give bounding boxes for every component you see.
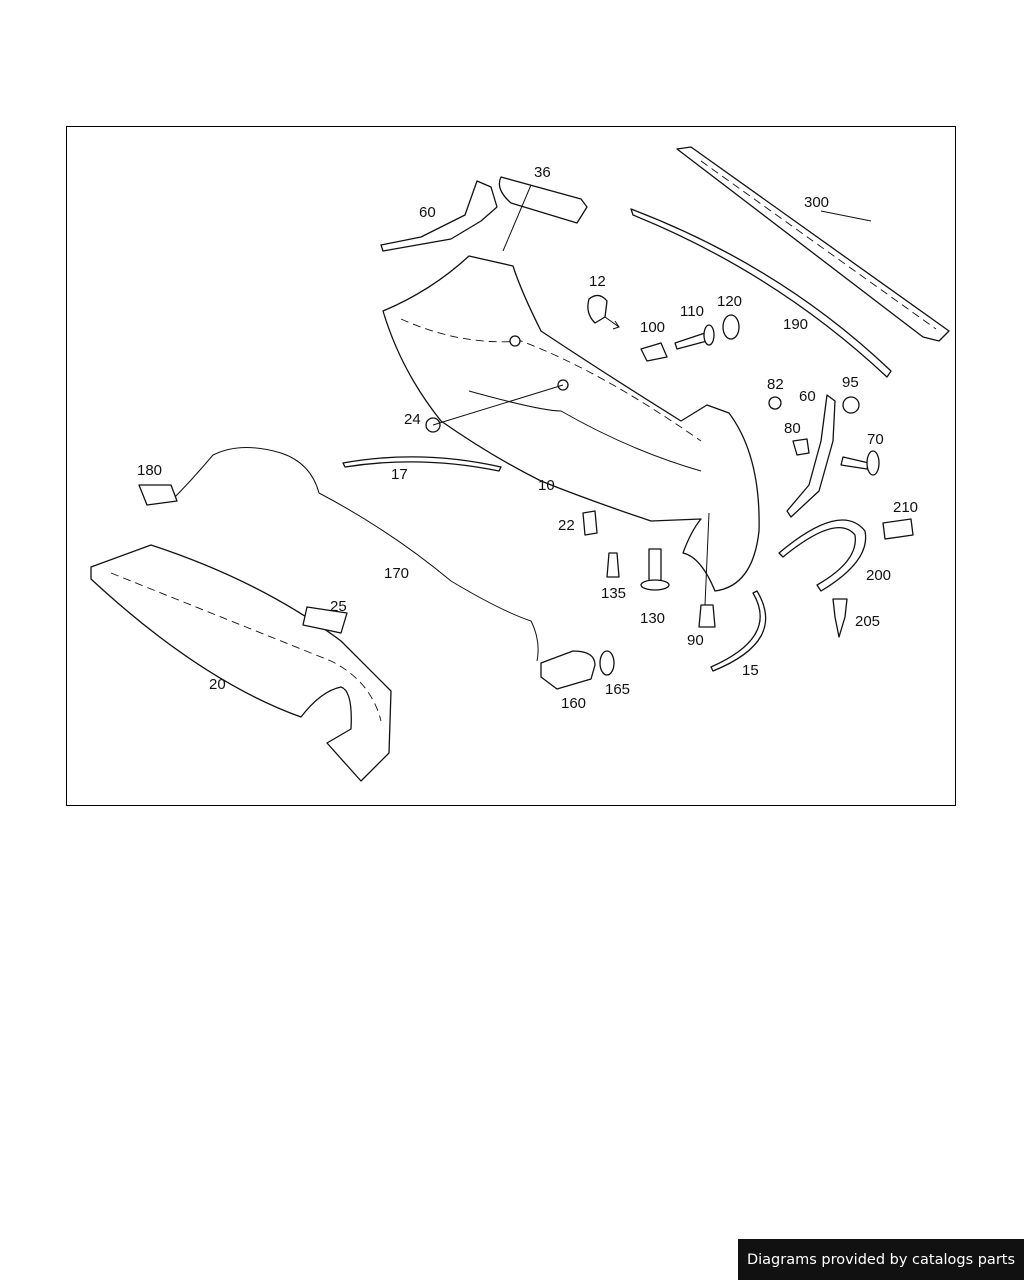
part-12-clip <box>587 294 621 330</box>
label-90: 90 <box>687 632 704 649</box>
part-95-washer <box>842 396 860 414</box>
part-90-clip <box>698 604 716 628</box>
label-190: 190 <box>783 316 808 333</box>
label-210: 210 <box>893 499 918 516</box>
part-10-bumper-cover <box>382 255 760 592</box>
part-160-parking-sensor <box>540 650 596 690</box>
part-180-connector <box>138 484 178 506</box>
part-110-screw <box>674 324 715 350</box>
label-22: 22 <box>558 517 575 534</box>
label-80: 80 <box>784 420 801 437</box>
part-205-push-pin <box>832 598 848 638</box>
part-130-screw <box>640 548 670 591</box>
label-36: 36 <box>534 164 551 181</box>
part-82-nut <box>768 396 782 410</box>
label-82: 82 <box>767 376 784 393</box>
part-20-lower-diffuser <box>90 544 392 782</box>
label-300: 300 <box>804 194 829 211</box>
part-17-strip <box>342 456 502 472</box>
exploded-view-drawing: 36 300 60 12 110 120 100 190 82 95 60 24… <box>90 146 950 782</box>
label-24: 24 <box>404 411 421 428</box>
label-160: 160 <box>561 695 586 712</box>
label-12: 12 <box>589 273 606 290</box>
label-200: 200 <box>866 567 891 584</box>
label-110: 110 <box>680 303 704 320</box>
part-60-bracket-left <box>380 180 498 252</box>
part-165-sensor-ring <box>599 650 615 676</box>
label-25: 25 <box>330 598 347 615</box>
part-210-clip <box>882 518 914 540</box>
parts-diagram: 36 300 60 12 110 120 100 190 82 95 60 24… <box>66 126 956 806</box>
label-180: 180 <box>137 462 162 479</box>
label-100: 100 <box>640 319 665 336</box>
label-20: 20 <box>209 676 226 693</box>
part-135-screw <box>606 552 620 578</box>
part-36-panel <box>498 176 588 224</box>
part-70-bolt <box>840 450 880 476</box>
part-60-bracket-right <box>786 394 836 518</box>
part-170-wiring-harness <box>170 446 539 662</box>
label-70: 70 <box>867 431 884 448</box>
catalog-credit-badge: Diagrams provided by catalogs parts <box>738 1239 1024 1280</box>
part-200-wheel-arch-trim <box>778 519 867 592</box>
label-10: 10 <box>538 477 555 494</box>
label-15: 15 <box>742 662 759 679</box>
label-17: 17 <box>391 466 408 483</box>
part-80-clip <box>792 438 810 456</box>
part-120-grommet <box>722 314 740 340</box>
leader-lines <box>432 184 872 606</box>
catalog-credit-text: Diagrams provided by catalogs parts <box>746 1251 1016 1268</box>
label-135: 135 <box>601 585 626 602</box>
label-120: 120 <box>717 293 742 310</box>
part-100-rivet <box>640 342 668 362</box>
label-165: 165 <box>605 681 630 698</box>
part-190-molding <box>630 208 892 378</box>
part-22-push-pin <box>582 510 598 536</box>
label-60-left: 60 <box>419 204 436 221</box>
label-60-right: 60 <box>799 388 816 405</box>
part-labels: 36 300 60 12 110 120 100 190 82 95 60 24… <box>137 164 918 712</box>
label-170: 170 <box>384 565 409 582</box>
part-300-trim <box>676 146 950 342</box>
part-15-trim-strip <box>710 590 767 672</box>
label-130: 130 <box>640 610 665 627</box>
part-25-bracket <box>302 606 348 634</box>
label-95: 95 <box>842 374 859 391</box>
label-205: 205 <box>855 613 880 630</box>
